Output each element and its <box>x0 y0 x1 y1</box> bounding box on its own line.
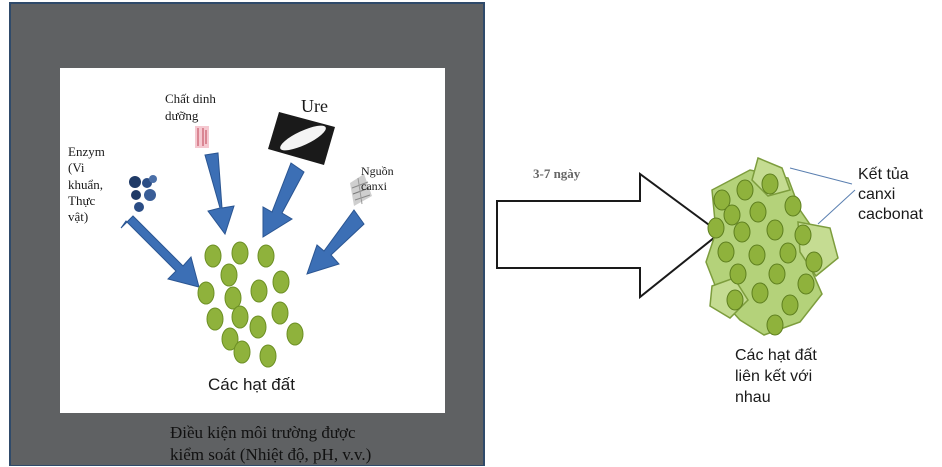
soil-particle <box>259 344 277 368</box>
bonded-particle <box>717 241 735 263</box>
urea-arrow <box>262 162 305 238</box>
bonded-particle <box>749 201 767 223</box>
bonded-particle <box>805 251 823 273</box>
soil-particle <box>286 322 304 346</box>
bonded-particle <box>726 289 744 311</box>
enzyme-icon <box>129 175 157 212</box>
bonded-particle <box>751 282 769 304</box>
precipitate-label: Kết tủa canxi cacbonat <box>858 166 923 223</box>
precipitate-pointer <box>817 189 856 225</box>
bonded-particle <box>768 263 786 285</box>
bonded-particle <box>781 294 799 316</box>
soil-particle <box>272 270 290 294</box>
reaction-box <box>60 68 445 413</box>
bonded-particle <box>779 242 797 264</box>
calcium-label: Nguồn canxi <box>361 164 394 193</box>
soil-particle <box>220 263 238 287</box>
urea-icon <box>268 112 335 165</box>
nutrient-arrow <box>204 152 235 236</box>
soil-particle <box>271 301 289 325</box>
duration-label: 3-7 ngày <box>533 166 581 181</box>
soil-particle <box>221 327 239 351</box>
enzyme-label: Enzym (Vi khuẩn, Thực vật) <box>68 144 105 224</box>
bonded-particle <box>748 244 766 266</box>
bonded-particle <box>766 314 784 336</box>
calcium-icon <box>350 174 372 206</box>
soil-particle <box>249 315 267 339</box>
calcium-arrow <box>306 209 365 275</box>
bonded-particles <box>707 173 823 336</box>
nutrient-icon <box>195 126 209 148</box>
conditions-label: Điều kiện môi trường được kiểm soát (Nhi… <box>170 423 372 465</box>
bonded-particle <box>713 189 731 211</box>
nutrient-label: Chất dinh dưỡng <box>165 91 216 123</box>
bonded-particle <box>707 217 725 239</box>
bonded-particle <box>797 273 815 295</box>
bonded-particle <box>766 219 784 241</box>
bonded-particle <box>723 204 741 226</box>
bonded-particle <box>761 173 779 195</box>
soil-particle <box>231 241 249 265</box>
soil-particle <box>231 305 249 329</box>
soil-particle <box>204 244 222 268</box>
bonded-particle <box>784 195 802 217</box>
soil-particle <box>250 279 268 303</box>
soil-particle <box>224 286 242 310</box>
bonded-particle <box>794 224 812 246</box>
urea-label: Ure <box>301 96 328 116</box>
bonded-particle <box>729 263 747 285</box>
precipitate-pointer <box>789 167 853 185</box>
soil-particle <box>197 281 215 305</box>
soil-particle <box>257 244 275 268</box>
bonded-particles-label: Các hạt đất liên kết với nhau <box>735 347 817 406</box>
soil-particle <box>233 340 251 364</box>
bonded-particle <box>733 221 751 243</box>
bonded-particle <box>736 179 754 201</box>
soil-particle <box>206 307 224 331</box>
process-arrow <box>496 172 722 300</box>
soil-particles-label: Các hạt đất <box>208 375 295 394</box>
soil-particles <box>197 241 304 368</box>
